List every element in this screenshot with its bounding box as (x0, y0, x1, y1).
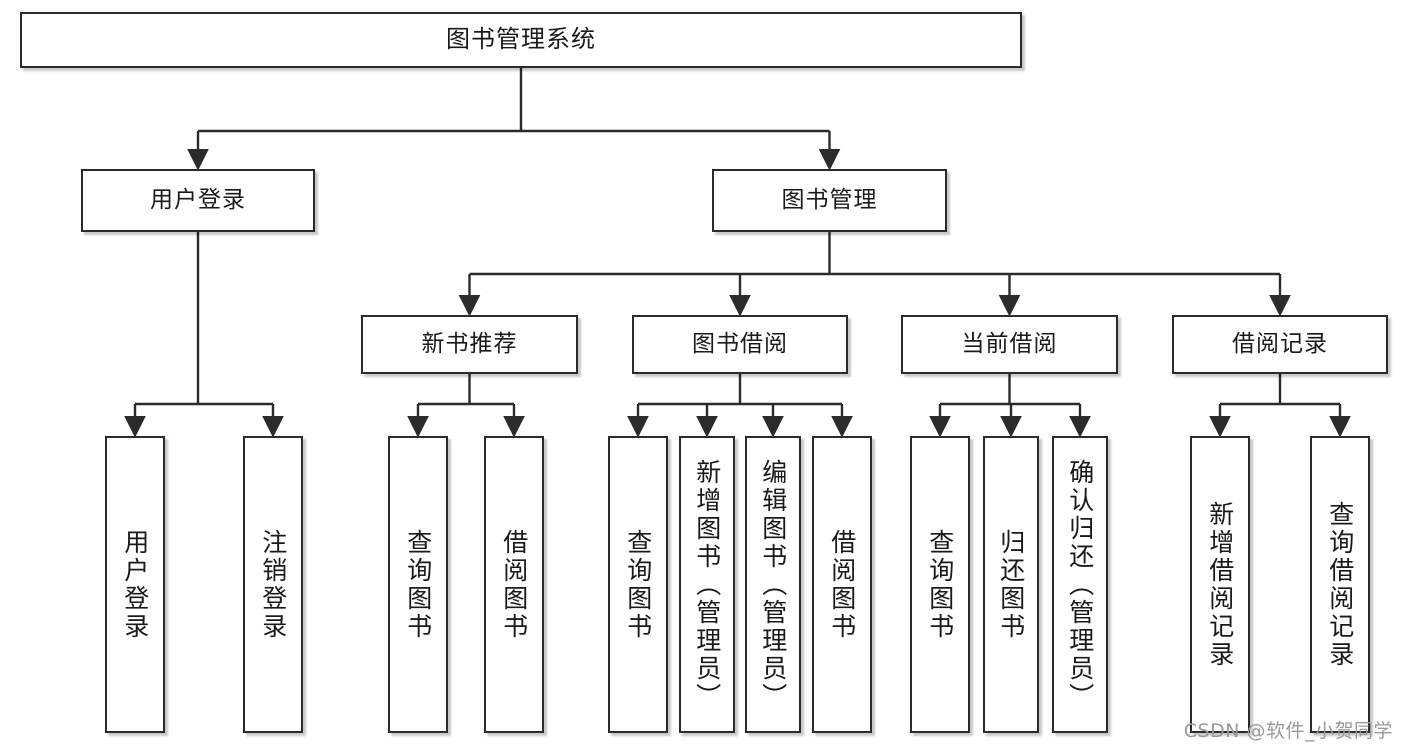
node-label: 查询图书 (623, 528, 653, 641)
node-leaf-query-book-current[interactable]: 查询图书 (910, 436, 970, 733)
node-leaf-query-borrow-record[interactable]: 查询借阅记录 (1310, 436, 1370, 733)
node-label: 借阅记录 (1232, 331, 1328, 358)
node-book-manage[interactable]: 图书管理 (712, 169, 947, 232)
node-label: 借阅图书 (499, 528, 529, 641)
node-label: 查询图书 (925, 528, 955, 641)
node-root[interactable]: 图书管理系统 (20, 12, 1022, 68)
node-current-borrow[interactable]: 当前借阅 (901, 315, 1118, 374)
node-label: 编辑图书（管理员） (758, 458, 788, 711)
node-leaf-add-book[interactable]: 新增图书（管理员） (679, 436, 735, 733)
node-label: 用户登录 (150, 187, 246, 214)
node-label: 借阅图书 (827, 528, 857, 641)
node-label: 新增图书（管理员） (692, 458, 722, 711)
node-user-login[interactable]: 用户登录 (81, 169, 315, 232)
node-leaf-borrow-book-rec[interactable]: 借阅图书 (484, 436, 544, 733)
node-label: 用户登录 (120, 528, 150, 641)
node-leaf-edit-book[interactable]: 编辑图书（管理员） (745, 436, 801, 733)
node-new-book-recommend[interactable]: 新书推荐 (361, 315, 578, 374)
node-label: 新书推荐 (421, 331, 518, 358)
node-leaf-return-book[interactable]: 归还图书 (983, 436, 1039, 733)
node-leaf-add-borrow-record[interactable]: 新增借阅记录 (1190, 436, 1250, 733)
node-leaf-user-login[interactable]: 用户登录 (105, 436, 165, 733)
node-borrow-record[interactable]: 借阅记录 (1172, 315, 1388, 374)
node-label: 图书管理 (781, 187, 878, 214)
node-book-borrow[interactable]: 图书借阅 (632, 315, 848, 374)
node-label: 新增借阅记录 (1205, 500, 1235, 669)
node-leaf-query-book-rec[interactable]: 查询图书 (388, 436, 448, 733)
node-leaf-user-logout[interactable]: 注销登录 (243, 436, 303, 733)
node-label: 图书管理系统 (446, 25, 596, 54)
node-label: 当前借阅 (961, 331, 1058, 358)
node-leaf-query-book-borrow[interactable]: 查询图书 (608, 436, 668, 733)
node-leaf-borrow-book[interactable]: 借阅图书 (812, 436, 872, 733)
csdn-watermark: CSDN @软件_小贺同学 (1183, 720, 1393, 742)
node-label: 查询借阅记录 (1325, 500, 1355, 669)
node-label: 图书借阅 (692, 331, 788, 358)
node-label: 注销登录 (258, 528, 288, 641)
node-label: 归还图书 (996, 528, 1026, 641)
node-label: 查询图书 (403, 528, 433, 641)
node-label: 确认归还（管理员） (1065, 458, 1095, 711)
node-leaf-confirm-return[interactable]: 确认归还（管理员） (1052, 436, 1108, 733)
